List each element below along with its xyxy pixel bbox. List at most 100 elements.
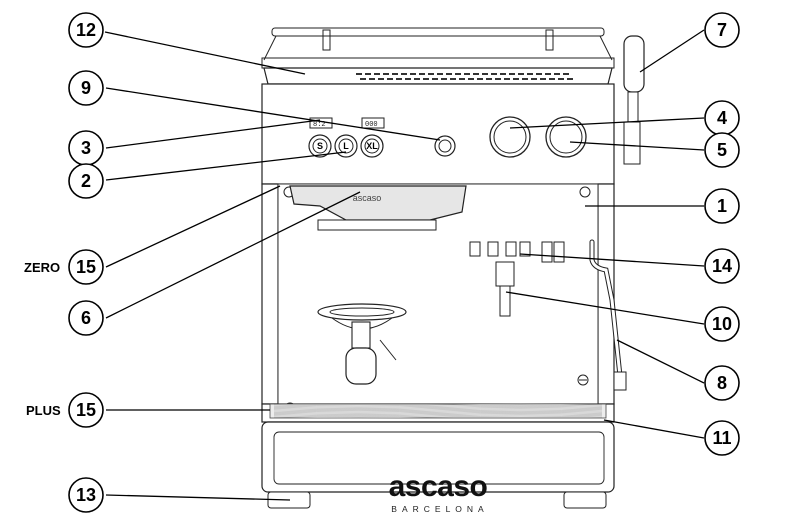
- vent-slot: [527, 73, 533, 75]
- vent-slot: [464, 73, 470, 75]
- svg-text:000: 000: [365, 121, 378, 129]
- callout-15-zero: 15: [68, 249, 104, 285]
- display-right: [361, 117, 385, 129]
- callout-6-num: 6: [81, 308, 91, 328]
- vent-slot: [513, 78, 519, 80]
- drip-tray[interactable]: [261, 403, 615, 423]
- logo-main-text: ascaso: [389, 470, 488, 503]
- vent-slot: [459, 78, 465, 80]
- switches[interactable]: [469, 241, 565, 263]
- vent-slot: [414, 78, 420, 80]
- vent-slot: [473, 73, 479, 75]
- button-xl[interactable]: XL: [360, 134, 384, 158]
- tray-texture-line: [273, 414, 603, 417]
- callout-9: 9: [68, 70, 104, 106]
- callout-12-num: 12: [76, 20, 96, 40]
- vent-slot: [437, 73, 443, 75]
- group-brand-text: ascaso: [353, 193, 382, 203]
- vent-slot: [405, 78, 411, 80]
- vent-slot: [378, 78, 384, 80]
- button-l-label: L: [343, 141, 349, 151]
- vent-slot: [486, 78, 492, 80]
- tray-texture-line: [273, 403, 603, 407]
- vent-slot: [554, 73, 560, 75]
- callout-5-num: 5: [717, 140, 727, 160]
- callout-3-num: 3: [81, 138, 91, 158]
- hot-water-tap[interactable]: [495, 261, 515, 317]
- callout-8-num: 8: [717, 373, 727, 393]
- pressure-gauge: [489, 116, 531, 158]
- vent-slot: [482, 73, 488, 75]
- vent-slot: [423, 78, 429, 80]
- portafilter[interactable]: [317, 303, 407, 385]
- vent-slot: [495, 78, 501, 80]
- tray-texture-line: [273, 407, 603, 410]
- cup-warmer-top: [263, 67, 613, 85]
- callout-6: 6: [68, 300, 104, 336]
- vent-slot: [477, 78, 483, 80]
- tray-texture-line: [273, 415, 603, 419]
- vent-slot: [504, 78, 510, 80]
- button-s[interactable]: S: [308, 134, 332, 158]
- vent-slot: [428, 73, 434, 75]
- callout-13-num: 13: [76, 485, 96, 505]
- callout-4-num: 4: [717, 108, 727, 128]
- cup-tray-rail: [261, 27, 615, 69]
- plus-label: PLUS: [26, 403, 61, 418]
- vent-slot: [356, 73, 362, 75]
- vent-slot: [518, 73, 524, 75]
- vent-slot: [549, 78, 555, 80]
- callout-2-num: 2: [81, 171, 91, 191]
- callout-10-num: 10: [712, 314, 732, 334]
- callout-1-num: 1: [717, 196, 727, 216]
- vent-slot: [558, 78, 564, 80]
- tray-texture-line: [273, 405, 603, 408]
- power-button[interactable]: [434, 135, 456, 157]
- vent-slot: [509, 73, 515, 75]
- vent-slot: [392, 73, 398, 75]
- machine-base: [261, 421, 615, 493]
- vent-slot: [540, 78, 546, 80]
- callout-7: 7: [704, 12, 740, 48]
- vent-slot: [369, 78, 375, 80]
- vent-slot: [522, 78, 528, 80]
- callout-15-plus: 15: [68, 392, 104, 428]
- leader-lines: [104, 29, 705, 501]
- vent-slot: [545, 73, 551, 75]
- vent-slot: [491, 73, 497, 75]
- callout-3: 3: [68, 130, 104, 166]
- vent-slot: [401, 73, 407, 75]
- callout-4: 4: [704, 100, 740, 136]
- vent-slot: [455, 73, 461, 75]
- vent-slot: [446, 73, 452, 75]
- vent-slot: [374, 73, 380, 75]
- vent-slot: [441, 78, 447, 80]
- tray-texture-line: [273, 411, 603, 414]
- tray-texture-line: [273, 409, 603, 413]
- callout-5: 5: [704, 132, 740, 168]
- callout-14-num: 14: [712, 256, 732, 276]
- tray-texture-line: [273, 408, 603, 411]
- callout-8: 8: [704, 365, 740, 401]
- svg-text:8:2: 8:2: [313, 121, 326, 129]
- callout-2: 2: [68, 163, 104, 199]
- vent-slot: [360, 78, 366, 80]
- tray-texture-line: [273, 406, 603, 409]
- callout-15-zero-num: 15: [76, 257, 96, 277]
- vent-slot: [531, 78, 537, 80]
- vent-slot: [500, 73, 506, 75]
- callout-9-num: 9: [81, 78, 91, 98]
- tray-texture-line: [273, 413, 603, 416]
- callout-1: 1: [704, 188, 740, 224]
- button-l[interactable]: L: [334, 134, 358, 158]
- vent-slot: [536, 73, 542, 75]
- ascaso-logo: ascaso BARCELONA: [389, 470, 488, 514]
- machine-body: [261, 83, 615, 414]
- temperature-gauge: [545, 116, 587, 158]
- steam-wand[interactable]: [589, 239, 627, 391]
- vent-slot: [468, 78, 474, 80]
- vent-slot: [563, 73, 569, 75]
- callout-13: 13: [68, 477, 104, 513]
- vent-slot: [410, 73, 416, 75]
